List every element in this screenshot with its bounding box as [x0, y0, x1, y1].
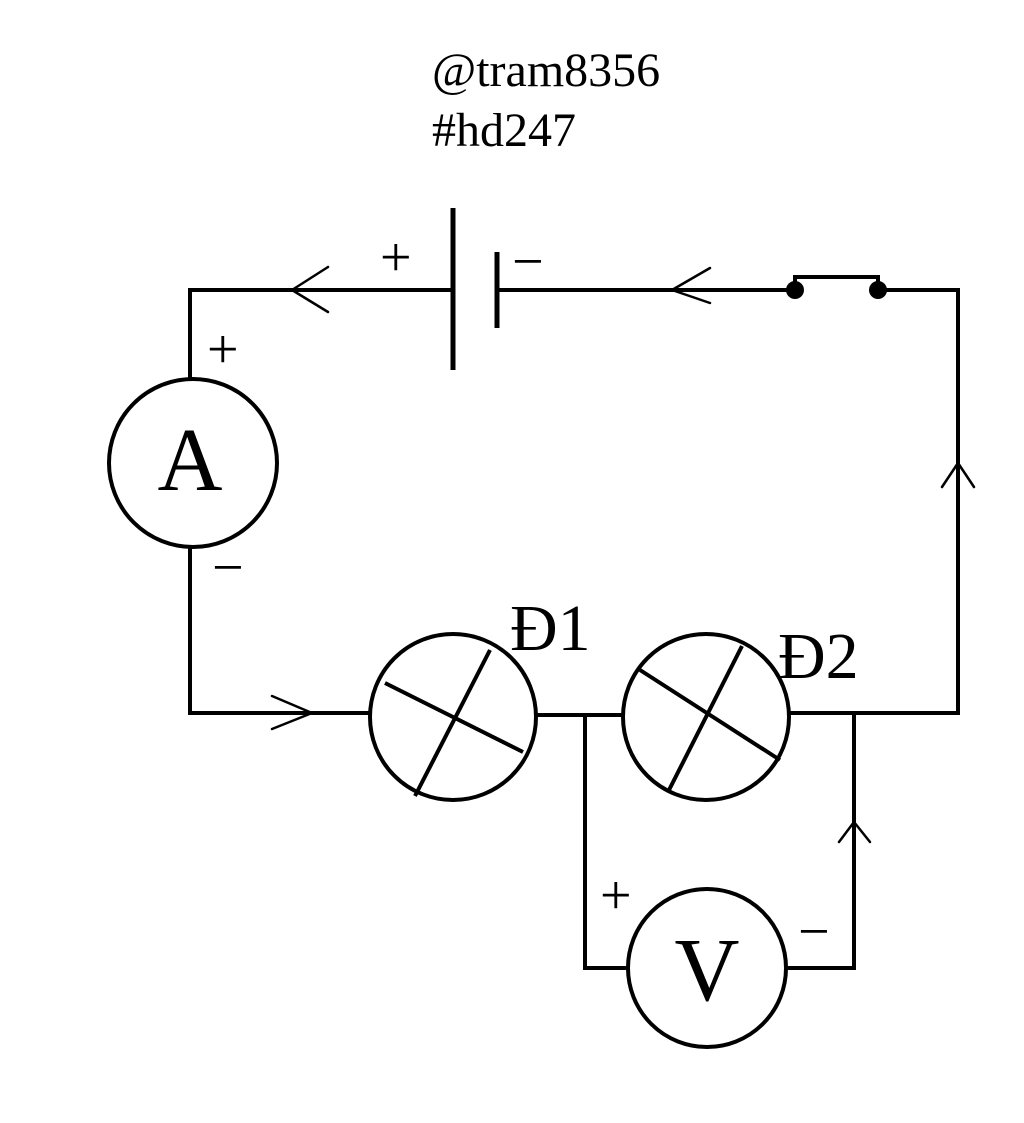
- battery-positive-sign: +: [380, 227, 412, 289]
- ammeter-icon: [107, 377, 279, 549]
- lamp-1-cross-b: [413, 649, 492, 797]
- lamp-icon: [621, 632, 791, 802]
- voltmeter-negative-sign: −: [798, 901, 830, 963]
- arrow-voltmeter-up: [837, 820, 872, 844]
- lamp-1-label: Đ1: [510, 592, 591, 665]
- lamp-2-label: Đ2: [778, 620, 859, 693]
- ammeter-positive-sign: +: [207, 319, 239, 381]
- wires: [188, 288, 960, 970]
- header-line-2: #hd247: [432, 104, 576, 157]
- battery-negative-sign: −: [512, 231, 544, 293]
- switch-lever: [793, 275, 880, 292]
- lamp-2-cross-b: [666, 645, 744, 793]
- voltmeter-circle: [626, 887, 788, 1049]
- ammeter-circle: [107, 377, 279, 549]
- ammeter-negative-sign: −: [212, 537, 244, 599]
- arrow-icon: [270, 265, 976, 844]
- arrow-top-left: [290, 265, 330, 314]
- battery-icon: [450, 208, 500, 370]
- voltmeter-icon: [626, 887, 788, 1049]
- arrow-right-up: [940, 461, 976, 489]
- ammeter-letter: A: [158, 411, 223, 510]
- switch-icon[interactable]: [786, 275, 887, 299]
- voltmeter-positive-sign: +: [600, 865, 632, 927]
- arrow-bottom-right: [270, 694, 314, 731]
- lamp-2-cross-a: [638, 668, 782, 762]
- lamp-icon: [368, 632, 538, 802]
- arrow-top-right: [670, 266, 712, 305]
- voltmeter-letter: V: [675, 921, 740, 1020]
- header-line-1: @tram8356: [432, 44, 660, 97]
